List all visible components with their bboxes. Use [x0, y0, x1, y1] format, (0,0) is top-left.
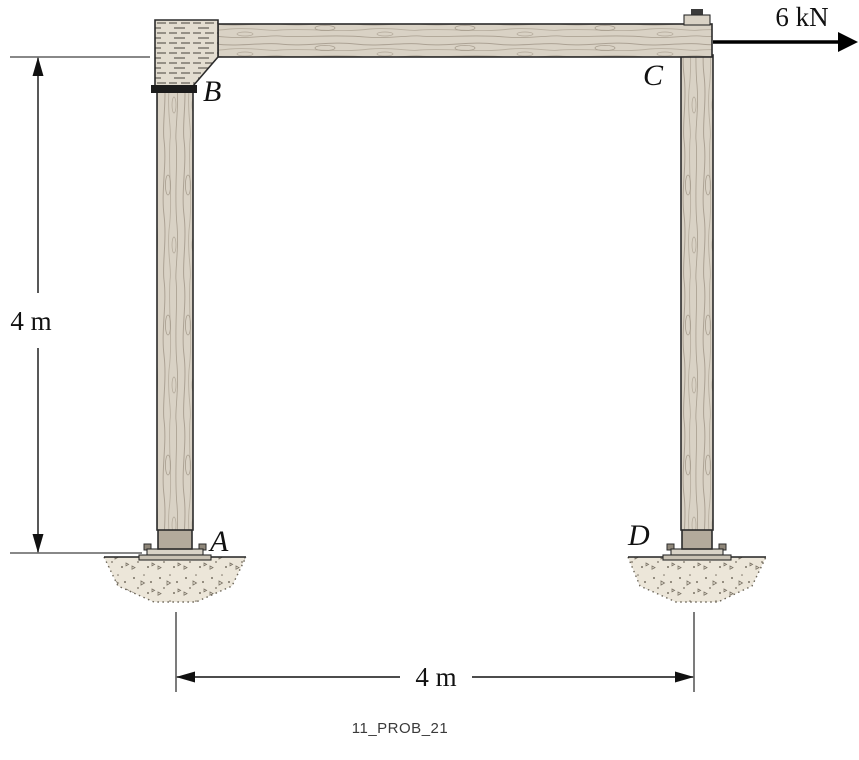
figure-caption: 11_PROB_21 — [352, 720, 448, 737]
label-joint-b: B — [203, 75, 221, 108]
dimension-arrow-right-icon — [675, 671, 694, 683]
joint-c-cap — [683, 9, 711, 26]
base-plate-d-upper — [670, 548, 724, 556]
footing-d-mound — [628, 557, 766, 602]
footing-d — [627, 556, 767, 603]
base-block-a — [157, 527, 193, 550]
left-column — [156, 89, 194, 531]
width-dimension: 4 m — [175, 612, 695, 692]
base-plate-a-upper — [146, 548, 204, 556]
joint-b-block — [154, 19, 219, 87]
footing-a-mound — [104, 557, 246, 602]
joint-b-connection — [151, 19, 219, 93]
force-arrow: 6 kN — [713, 2, 858, 52]
height-dimension: 4 m — [10, 56, 150, 554]
label-joint-a: A — [208, 525, 229, 558]
dimension-arrow-up-icon — [32, 57, 44, 76]
label-joint-c: C — [643, 59, 664, 92]
dimension-arrow-left-icon — [176, 671, 195, 683]
base-block-d — [681, 527, 713, 550]
force-arrowhead-icon — [838, 32, 858, 52]
base-d — [662, 527, 732, 561]
top-beam — [217, 23, 713, 58]
label-joint-d: D — [627, 519, 650, 552]
dimension-arrow-down-icon — [32, 534, 44, 553]
footing-d-edge — [627, 556, 767, 603]
base-plate-a-lower — [138, 554, 212, 561]
right-column — [680, 54, 714, 531]
joint-b-bearing-plate — [151, 85, 197, 93]
bolt-icon — [691, 9, 703, 17]
footing-a — [103, 556, 247, 603]
height-dimension-label: 4 m — [10, 306, 51, 336]
base-plate-d-lower — [662, 554, 732, 561]
base-a — [138, 527, 212, 561]
width-dimension-label: 4 m — [415, 662, 456, 692]
force-label: 6 kN — [775, 2, 828, 32]
joint-c-cap-plate — [683, 14, 711, 26]
